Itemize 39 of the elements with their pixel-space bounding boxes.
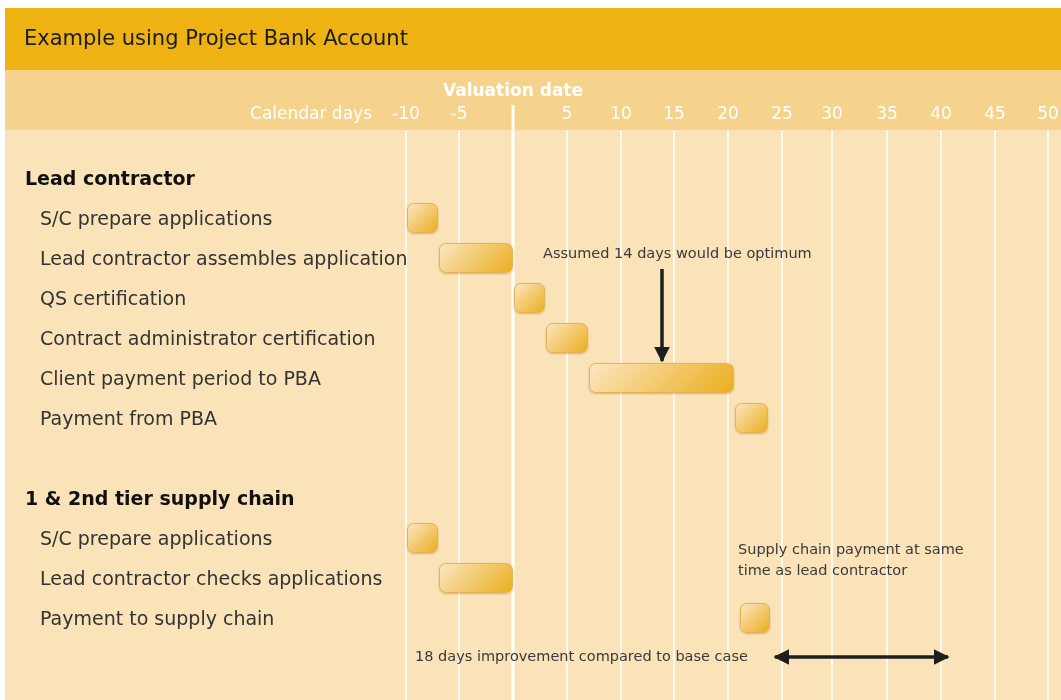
task-bar [589, 363, 734, 393]
task-label: Client payment period to PBA [40, 367, 321, 389]
tick-label: 20 [717, 103, 739, 123]
axis-marker-label: Valuation date [442, 80, 584, 100]
arrow [654, 269, 670, 363]
tick-label: 35 [876, 103, 898, 123]
tick-label: 50 [1037, 103, 1059, 123]
task-bar [546, 323, 588, 353]
task-label: Payment from PBA [40, 407, 217, 429]
task-label: QS certification [40, 287, 187, 309]
task-label: Lead contractor assembles application [40, 247, 408, 269]
tick-label: 40 [930, 103, 952, 123]
task-bar [407, 203, 438, 233]
tick-label: 45 [984, 103, 1006, 123]
annotation-text: Supply chain payment at same time as lead contractor [738, 540, 965, 580]
tick-label: 30 [821, 103, 843, 123]
task-bar [735, 403, 768, 433]
annotation-text: Assumed 14 days would be optimum [543, 245, 812, 261]
task-label: Lead contractor checks applications [40, 567, 383, 589]
task-bar [407, 523, 438, 553]
task-bar [740, 603, 770, 633]
tick-label: 10 [610, 103, 632, 123]
tick-label: 5 [561, 103, 573, 123]
task-label: S/C prepare applications [40, 527, 273, 549]
section-heading: Lead contractor [25, 167, 195, 189]
task-bar [514, 283, 545, 313]
tick-label: -10 [392, 103, 420, 123]
section-heading: 1 & 2nd tier supply chain [25, 487, 295, 509]
annotation-text: 18 days improvement compared to base case [415, 648, 748, 664]
task-bar [439, 563, 513, 593]
tick-label: 25 [771, 103, 793, 123]
tick-label: -5 [450, 103, 468, 123]
task-label: Contract administrator certification [40, 327, 376, 349]
axis-title: Calendar days [250, 103, 372, 123]
title: Example using Project Bank Account [24, 26, 408, 50]
task-bar [439, 243, 513, 273]
task-label: Payment to supply chain [40, 607, 275, 629]
task-label: S/C prepare applications [40, 207, 273, 229]
tick-label: 15 [663, 103, 685, 123]
